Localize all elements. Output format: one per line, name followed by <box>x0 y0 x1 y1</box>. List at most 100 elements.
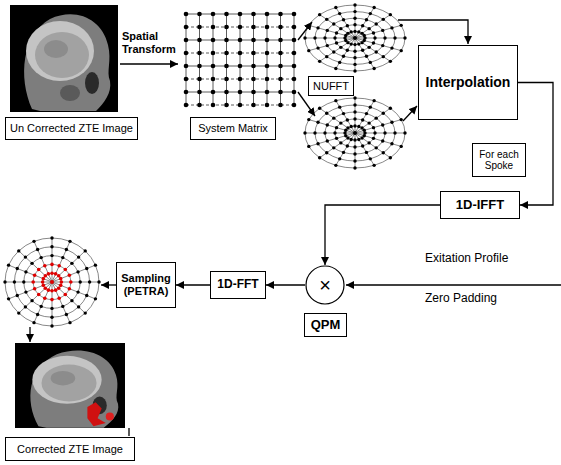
sample-dot <box>339 121 342 124</box>
grid-dot <box>184 38 189 43</box>
sample-dot <box>16 267 19 270</box>
grid-dot <box>184 103 189 108</box>
grid-dot <box>292 103 297 108</box>
sample-dot <box>353 138 356 141</box>
sample-dot <box>375 146 378 149</box>
sample-dot <box>94 297 97 300</box>
sample-dot <box>40 305 43 308</box>
spoke <box>52 282 99 283</box>
sample-dot <box>76 270 79 273</box>
sample-dot <box>372 164 375 167</box>
process-box: 1D-FFT <box>210 271 266 299</box>
ring <box>5 238 99 326</box>
note-box: For each Spoke <box>472 143 526 177</box>
sample-dot <box>65 313 68 316</box>
connector-arrow <box>176 284 210 285</box>
sample-dot <box>381 29 384 32</box>
sample-dot <box>7 297 10 300</box>
sample-dot <box>339 27 342 30</box>
sample-dot <box>76 290 79 293</box>
sample-dot <box>57 286 61 290</box>
grid-dot <box>211 90 216 95</box>
sample-dot <box>334 67 337 70</box>
sample-dot <box>316 121 319 124</box>
sample-dot <box>346 32 349 35</box>
spoke <box>305 133 355 134</box>
grid-dot <box>184 12 189 17</box>
grid-dot <box>238 25 243 30</box>
sample-dot <box>326 29 329 32</box>
sample-dot <box>367 27 370 30</box>
grid-dot <box>211 64 216 69</box>
grid-dot <box>278 77 283 82</box>
sample-dot <box>325 18 328 21</box>
sample-dot <box>17 249 20 252</box>
sample-dot <box>346 118 349 121</box>
sample-dot <box>342 55 345 58</box>
ring <box>24 256 80 309</box>
sample-dot <box>373 131 376 134</box>
arrow <box>298 22 312 40</box>
sample-dot <box>353 50 356 53</box>
sample-dot <box>339 46 342 49</box>
sample-dot <box>318 107 321 110</box>
grid-dot <box>224 90 229 95</box>
sample-dot <box>57 296 61 300</box>
spoke <box>309 133 355 146</box>
grid-dot <box>211 12 216 17</box>
sample-dot <box>3 280 6 283</box>
mri-image <box>15 343 125 428</box>
sample-dot <box>94 263 97 266</box>
node-text: 1D-FFT <box>217 278 258 292</box>
sample-dot <box>36 248 39 251</box>
sample-dot <box>369 105 372 108</box>
grid-dot <box>184 51 189 56</box>
sample-dot <box>57 264 61 268</box>
sample-dot <box>363 34 366 37</box>
sample-dot <box>47 272 51 276</box>
sample-dot <box>382 55 385 58</box>
grid-dot <box>265 38 270 43</box>
sample-dot <box>61 256 64 259</box>
grid-dot <box>224 12 229 17</box>
sample-dot <box>353 17 356 20</box>
sample-dot <box>33 287 37 291</box>
connector-arrow <box>325 205 440 265</box>
sample-dot <box>390 26 393 29</box>
sample-dot <box>332 50 335 53</box>
sample-dot <box>43 264 47 268</box>
spoke <box>355 25 401 38</box>
grid-dot <box>238 12 243 17</box>
sample-dot <box>22 280 25 283</box>
sample-dot <box>365 55 368 58</box>
sample-dot <box>70 299 73 302</box>
sample-dot <box>60 280 64 284</box>
sample-dot <box>357 138 360 141</box>
sample-dot <box>353 63 356 66</box>
sample-dot <box>372 126 375 129</box>
sample-dot <box>346 144 349 147</box>
sample-dot <box>342 151 345 154</box>
spoke <box>336 8 355 38</box>
sample-dot <box>382 18 385 21</box>
sample-dot <box>390 46 393 49</box>
sample-dot <box>353 124 356 127</box>
sample-dot <box>399 145 402 148</box>
spoke <box>355 38 374 68</box>
sample-dot <box>61 305 64 308</box>
system-matrix-grid <box>184 12 297 108</box>
sample-dot <box>361 118 364 121</box>
sample-dot <box>382 112 385 115</box>
sample-dot <box>353 56 356 59</box>
grid-dot <box>292 77 297 82</box>
grid-dot <box>265 51 270 56</box>
sample-dot <box>88 280 91 283</box>
grid-dot <box>211 103 216 108</box>
sample-dot <box>353 23 356 26</box>
sample-dot <box>361 24 364 27</box>
sample-dot <box>367 46 370 49</box>
sample-dot <box>389 13 392 16</box>
sample-dot <box>372 31 375 34</box>
node-text: Interpolation <box>426 74 511 90</box>
sample-dot <box>333 131 336 134</box>
